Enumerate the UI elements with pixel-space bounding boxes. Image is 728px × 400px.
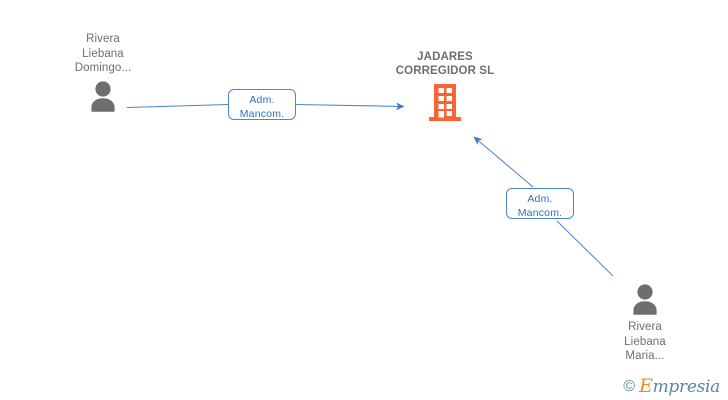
- person-icon: [633, 284, 657, 315]
- brand-name: Empresia: [639, 375, 721, 397]
- edge-line-maria-upper: [473, 136, 534, 188]
- person-node-domingo[interactable]: Rivera Liebana Domingo...: [58, 32, 148, 113]
- person-name-label-maria: Rivera Liebana Maria...: [624, 321, 666, 362]
- person-node-maria[interactable]: Rivera Liebana Maria...: [600, 282, 690, 364]
- edge-label-maria[interactable]: Adm. Mancom.: [506, 188, 574, 219]
- copyright-icon: ©: [623, 377, 636, 395]
- person-icon: [91, 80, 115, 112]
- company-node[interactable]: JADARES CORREGIDOR SL: [384, 50, 506, 122]
- brand-initial: E: [639, 375, 653, 397]
- brand-rest: mpresia: [652, 377, 721, 397]
- edge-label-domingo[interactable]: Adm. Mancom.: [228, 89, 296, 120]
- person-name-label-domingo: Rivera Liebana Domingo...: [74, 33, 132, 74]
- empresia-watermark: © Empresia: [623, 375, 721, 397]
- building-icon: [429, 84, 461, 121]
- edge-line-maria-lower: [556, 220, 614, 277]
- company-name-label: JADARES CORREGIDOR SL: [395, 51, 495, 77]
